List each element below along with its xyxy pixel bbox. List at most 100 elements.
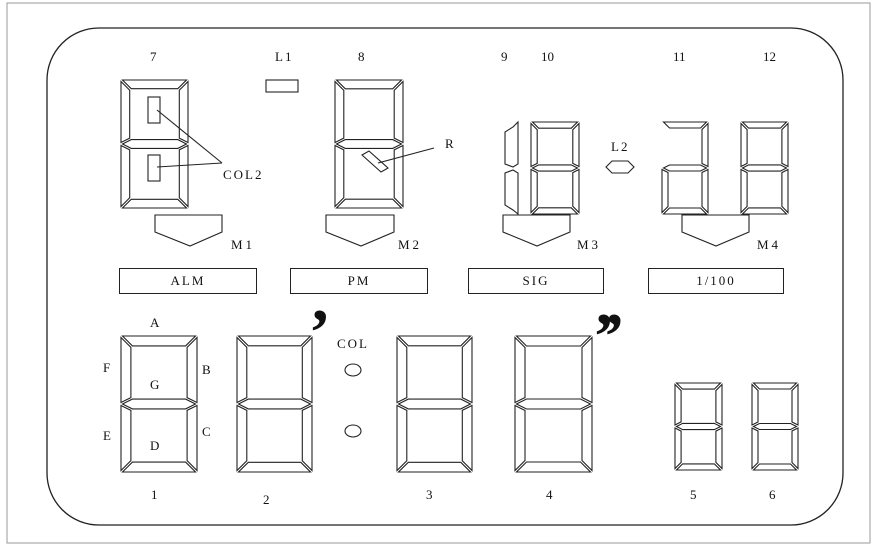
digit-11-segment-c	[701, 168, 709, 214]
digit-5-segment-f	[674, 383, 682, 426]
digit-12-segment-a	[741, 121, 788, 129]
digit-2-segment-a	[237, 335, 312, 347]
digit-4-segment-c	[581, 404, 593, 472]
digit-10-segment-e	[530, 168, 538, 214]
digit-8-segment-b	[393, 80, 404, 144]
digit-10-segment-a	[531, 121, 579, 129]
digit-4-segment-d	[515, 461, 592, 473]
segment-label-c: C	[202, 424, 211, 439]
col-dot-upper	[344, 363, 362, 377]
digit-6-segment-a	[752, 382, 798, 390]
digit-2-segment-b	[301, 336, 313, 404]
digit-3-segment-f	[396, 336, 408, 404]
marker-m3-shape	[502, 214, 571, 247]
digit-11-segment-d	[662, 207, 708, 215]
digit-6-segment-b	[791, 383, 799, 426]
digit-4-segment-g	[515, 398, 592, 410]
digit-4-segment-f	[514, 336, 526, 404]
annunciator-1-100: 1/100	[648, 268, 784, 294]
marker-label-m4: M4	[757, 237, 782, 252]
outer-border	[6, 2, 871, 544]
annunciator-alm: ALM	[119, 268, 257, 294]
comma-single: ,	[312, 262, 329, 335]
digit-1-segment-c	[186, 404, 198, 472]
segment-label-f: F	[103, 360, 111, 375]
digit-number-9: 9	[501, 49, 508, 64]
marker-m1-shape	[154, 214, 223, 247]
digit-6-segment-d	[752, 463, 798, 471]
col2-label: COL2	[223, 167, 264, 182]
r-segment	[361, 150, 389, 173]
col-dot-lower	[344, 424, 362, 438]
digit-number-2: 2	[263, 492, 270, 507]
digit-number-7: 7	[150, 49, 157, 64]
digit-1-segment-g	[121, 398, 197, 410]
digit-9-partial-segments	[504, 120, 519, 168]
digit-4-segment-e	[514, 404, 526, 472]
r-leader	[377, 147, 435, 164]
digit-7-segment-f	[120, 80, 131, 144]
digit-3-segment-a	[397, 335, 472, 347]
digit-8-segment-c	[393, 144, 404, 208]
l1-label: L1	[275, 49, 294, 64]
digit-number-1: 1	[151, 487, 158, 502]
digit-5-segment-c	[715, 427, 723, 470]
digit-number-3: 3	[426, 487, 433, 502]
digit-6-segment-e	[751, 427, 759, 470]
annunciator-pm: PM	[290, 268, 428, 294]
digit-3-segment-e	[396, 404, 408, 472]
marker-label-m1: M1	[231, 237, 256, 252]
digit-9-partial-segments-lower	[504, 169, 519, 216]
digit-1-segment-e	[120, 404, 132, 472]
col-label: COL	[337, 336, 369, 351]
digit-1-segment-d	[121, 461, 197, 473]
digit-7-segment-e	[120, 144, 131, 208]
digit-6-segment-g	[752, 422, 798, 431]
digit-5-segment-d	[675, 463, 722, 471]
digit-8-segment-g	[335, 139, 403, 149]
col2-leader-1	[156, 109, 223, 164]
marker-label-m2: M2	[398, 237, 423, 252]
digit-12-segment-d	[741, 207, 788, 215]
digit-2-segment-d	[237, 461, 312, 473]
digit-7-segment-g	[121, 139, 188, 149]
colon2-lower-rect	[147, 154, 161, 182]
digit-number-11: 11	[673, 49, 686, 64]
digit-1-segment-f	[120, 336, 132, 404]
digit-6-segment-c	[791, 427, 799, 470]
digit-11-segment-b	[701, 122, 709, 168]
digit-12-segment-c	[781, 168, 789, 214]
marker-m2-shape	[325, 214, 395, 247]
segment-label-g: G	[150, 377, 160, 392]
digit-7-segment-d	[121, 198, 188, 209]
digit-2-segment-c	[301, 404, 313, 472]
digit-3-segment-c	[461, 404, 473, 472]
digit-2-segment-g	[237, 398, 312, 410]
digit-2-segment-f	[236, 336, 248, 404]
digit-10-segment-b	[572, 122, 580, 168]
digit-10-segment-d	[531, 207, 579, 215]
digit-10-segment-g	[531, 164, 579, 172]
digit-10-segment-f	[530, 122, 538, 168]
digit-5-segment-e	[674, 427, 682, 470]
digit-3-segment-b	[461, 336, 473, 404]
col2-leader-2	[156, 162, 223, 168]
digit-number-8: 8	[358, 49, 365, 64]
l2-label: L2	[611, 139, 630, 154]
digit-12-segment-f	[740, 122, 748, 168]
digit-7-segment-b	[178, 80, 189, 144]
digit-5-segment-g	[675, 422, 722, 431]
digit-11-segment-e	[661, 168, 669, 214]
digit-7-segment-a	[121, 79, 188, 90]
digit-4-segment-b	[581, 336, 593, 404]
digit-4-segment-a	[515, 335, 592, 347]
digit-number-4: 4	[546, 487, 553, 502]
marker-m4-shape	[681, 214, 750, 247]
comma-double: ,,	[596, 266, 623, 339]
segment-label-a: A	[150, 315, 160, 330]
marker-label-m3: M3	[577, 237, 602, 252]
digit-11-segment-g	[662, 164, 708, 172]
digit-number-5: 5	[690, 487, 697, 502]
digit-8-segment-f	[334, 80, 345, 144]
